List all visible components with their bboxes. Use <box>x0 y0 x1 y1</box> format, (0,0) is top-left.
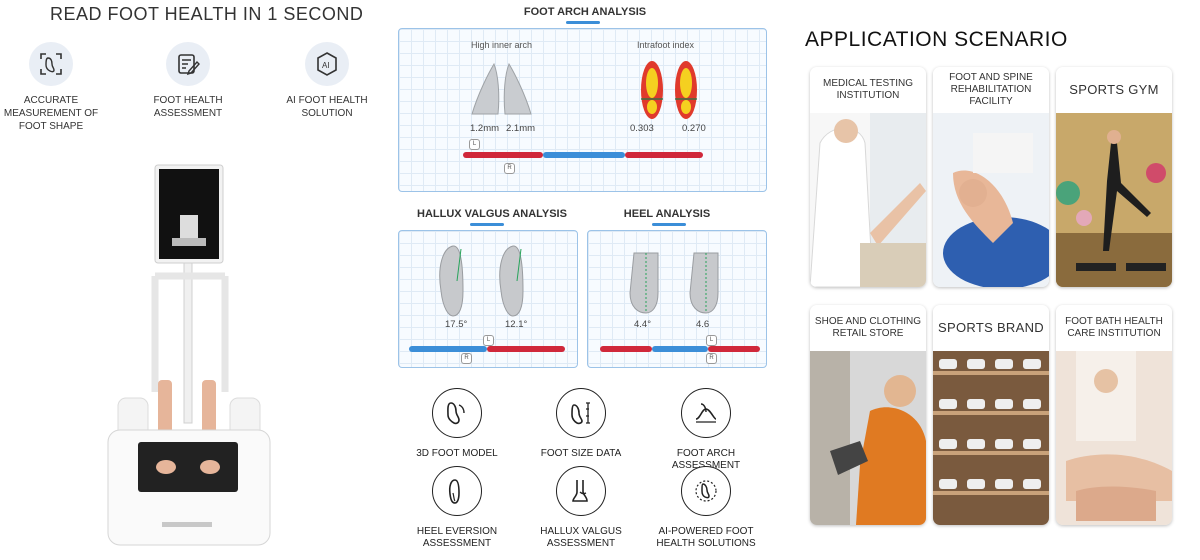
heel-scale-blue <box>652 346 708 352</box>
rehab-photo <box>933 113 1049 287</box>
foot-scanner-device <box>100 160 275 555</box>
feature-ai-solution: AI AI FOOT HEALTH SOLUTION <box>272 42 382 120</box>
heel-eversion-icon <box>432 466 482 516</box>
heel-tag-left: L <box>706 335 717 346</box>
feature-label: ACCURATE MEASUREMENT OF FOOT SHAPE <box>3 95 99 132</box>
hallux-valgus-icon <box>556 466 606 516</box>
clipboard-pen-icon <box>166 42 210 86</box>
scenario-card-medical[interactable]: MEDICAL TESTING INSTITUTION <box>810 67 926 287</box>
icon-label: HALLUX VALGUS ASSESSMENT <box>540 526 622 549</box>
scenario-card-label: FOOT BATH HEALTH CARE INSTITUTION <box>1056 305 1172 351</box>
scenario-card-rehab[interactable]: FOOT AND SPINE REHABILITATION FACILITY <box>933 67 1049 287</box>
arch-heatmap-feet <box>641 61 697 119</box>
heel-eversion-item[interactable]: HEEL EVERSION ASSESSMENT <box>397 466 517 550</box>
scenario-card-sports-brand[interactable]: SPORTS BRAND <box>933 305 1049 525</box>
feature-label: AI FOOT HEALTH SOLUTION <box>286 95 368 119</box>
scenario-card-label: SPORTS GYM <box>1056 67 1172 113</box>
scenario-card-label: MEDICAL TESTING INSTITUTION <box>810 67 926 113</box>
retail-photo <box>810 351 926 525</box>
hallux-valgus-item[interactable]: HALLUX VALGUS ASSESSMENT <box>521 466 641 550</box>
arch-left-value-2: 2.1mm <box>506 123 536 134</box>
icon-label: 3D FOOT MODEL <box>416 448 498 459</box>
arch-scale-blue <box>543 152 625 158</box>
hallux-foot-models <box>439 245 524 317</box>
arch-right-value-1: 0.303 <box>630 123 654 134</box>
scan-foot-icon <box>29 42 73 86</box>
arch-tag-left: L <box>469 139 480 150</box>
icon-label: FOOT ARCH ASSESSMENT <box>672 448 740 471</box>
scenario-card-foot-bath[interactable]: FOOT BATH HEALTH CARE INSTITUTION <box>1056 305 1172 525</box>
arch-tag-right: R <box>504 163 515 174</box>
hallux-title-underline <box>470 223 504 226</box>
arch-left-value-1: 1.2mm <box>470 123 500 134</box>
heel-left-value: 4.4° <box>634 319 652 330</box>
ai-foot-solution-icon <box>681 466 731 516</box>
left-title: READ FOOT HEALTH IN 1 SECOND <box>50 4 364 24</box>
heel-title: HEEL ANALYSIS <box>623 208 711 220</box>
3d-foot-model-item[interactable]: 3D FOOT MODEL <box>397 388 517 460</box>
feature-label: FOOT HEALTH ASSESSMENT <box>153 95 223 119</box>
analysis-column: FOOT ARCH ANALYSIS High inner arch Intra… <box>392 0 778 560</box>
hallux-valgus-panel: 17.5° 12.1° L R <box>398 230 578 368</box>
scenario-card-label: SPORTS BRAND <box>933 305 1049 351</box>
heel-analysis-panel: 4.4° 4.6 L R <box>587 230 767 368</box>
scenario-card-label: SHOE AND CLOTHING RETAIL STORE <box>810 305 926 351</box>
application-scenario-title: APPLICATION SCENARIO <box>805 28 1068 51</box>
icon-label: HEEL EVERSION ASSESSMENT <box>416 526 498 549</box>
arch-foot-models <box>471 62 532 115</box>
hallux-title: HALLUX VALGUS ANALYSIS <box>417 208 567 220</box>
heel-scale-red-right <box>708 346 760 352</box>
foot-arch-assessment-item[interactable]: FOOT ARCH ASSESSMENT <box>646 388 766 472</box>
foot-size-data-item[interactable]: FOOT SIZE DATA <box>521 388 641 460</box>
foot-size-icon <box>556 388 606 438</box>
arch-title: FOOT ARCH ANALYSIS <box>523 6 647 18</box>
scenario-card-label: FOOT AND SPINE REHABILITATION FACILITY <box>933 67 1049 113</box>
arch-title-underline <box>566 21 600 24</box>
icon-label: AI-POWERED FOOT HEALTH SOLUTIONS <box>656 526 756 549</box>
3d-foot-model-icon <box>432 388 482 438</box>
icon-label: FOOT SIZE DATA <box>540 448 622 459</box>
arch-left-caption: High inner arch <box>471 40 533 50</box>
hallux-scale-red <box>487 346 565 352</box>
arch-scale-red-right <box>625 152 703 158</box>
application-scenario-column: APPLICATION SCENARIO MEDICAL TESTING INS… <box>800 0 1200 560</box>
arch-right-caption: Intrafoot index <box>637 40 695 50</box>
heel-foot-models <box>629 252 719 314</box>
scenario-card-gym[interactable]: SPORTS GYM <box>1056 67 1172 287</box>
hallux-left-value: 17.5° <box>445 319 468 330</box>
foot-arch-icon <box>681 388 731 438</box>
heel-right-value: 4.6 <box>696 319 710 330</box>
foot-bath-photo <box>1056 351 1172 525</box>
arch-scale-red-left <box>463 152 543 158</box>
foot-arch-panel: High inner arch Intrafoot index 1.2mm 2.… <box>398 28 767 192</box>
medical-photo <box>810 113 926 287</box>
hallux-right-value: 12.1° <box>505 319 528 330</box>
hallux-scale-blue <box>409 346 487 352</box>
hallux-tag-left: L <box>483 335 494 346</box>
hallux-tag-right: R <box>461 353 472 364</box>
ai-chip-icon: AI <box>305 42 349 86</box>
left-column: READ FOOT HEALTH IN 1 SECOND ACCURATE ME… <box>0 0 390 560</box>
heel-scale-red-left <box>600 346 652 352</box>
ai-foot-solutions-item[interactable]: AI-POWERED FOOT HEALTH SOLUTIONS <box>646 466 766 550</box>
feature-foot-health-assessment: FOOT HEALTH ASSESSMENT <box>133 42 243 120</box>
sports-brand-photo <box>933 351 1049 525</box>
feature-accurate-measurement: ACCURATE MEASUREMENT OF FOOT SHAPE <box>0 42 106 133</box>
arch-right-value-2: 0.270 <box>682 123 706 134</box>
heel-tag-right: R <box>706 353 717 364</box>
gym-photo <box>1056 113 1172 287</box>
scenario-card-retail[interactable]: SHOE AND CLOTHING RETAIL STORE <box>810 305 926 525</box>
heel-title-underline <box>652 223 686 226</box>
svg-text:AI: AI <box>322 61 330 70</box>
